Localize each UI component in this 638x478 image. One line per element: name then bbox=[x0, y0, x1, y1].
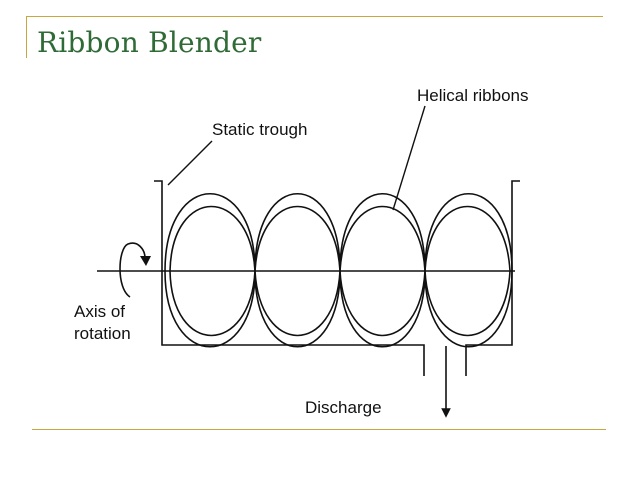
trough-outline bbox=[154, 180, 520, 376]
rotation-arrowhead bbox=[140, 256, 151, 266]
static-trough-leader bbox=[167, 140, 213, 186]
top-rule bbox=[26, 16, 603, 17]
label-discharge: Discharge bbox=[305, 398, 382, 417]
label-helical-ribbons: Helical ribbons bbox=[417, 86, 529, 105]
label-rotation: rotation bbox=[74, 324, 131, 343]
left-rule bbox=[26, 16, 27, 58]
helical-ribbon-inner bbox=[169, 205, 511, 337]
bottom-rule bbox=[32, 429, 606, 430]
rotation-arrow-icon bbox=[119, 242, 146, 298]
label-axis-of: Axis of bbox=[74, 302, 125, 321]
helical-ribbons-leader bbox=[392, 105, 426, 211]
label-static-trough: Static trough bbox=[212, 120, 307, 139]
slide-title: Ribbon Blender bbox=[37, 26, 262, 59]
